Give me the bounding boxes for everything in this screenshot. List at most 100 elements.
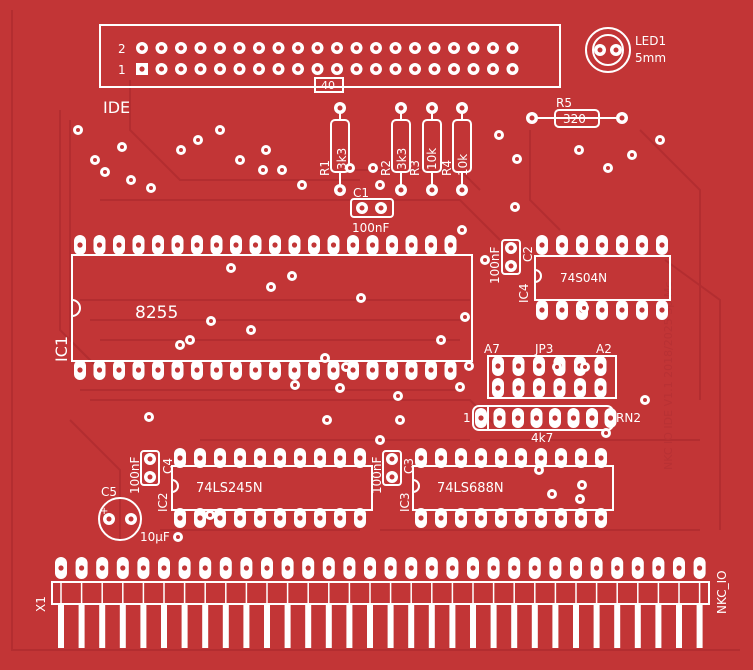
x1-pin	[302, 557, 315, 648]
rn2-pin-pad	[512, 408, 524, 428]
ide-pin-pad	[506, 42, 519, 54]
ide-pin-pad	[175, 63, 187, 75]
ide-pin-array	[136, 42, 519, 75]
rn2-pin-pad	[586, 408, 598, 428]
ic1-pin-pad	[152, 360, 164, 380]
ic1-pin-pad	[425, 360, 437, 380]
resistor-vertical	[452, 102, 472, 196]
x1-pin-pad	[467, 557, 479, 579]
via	[375, 180, 385, 190]
via	[261, 145, 271, 155]
x1-pin-pad	[570, 557, 582, 579]
ide-pin-pad	[428, 42, 441, 54]
ic-pin-pad	[535, 508, 547, 528]
ide-pin-pad	[409, 42, 421, 54]
ic-pin-pad	[515, 508, 527, 528]
via	[117, 142, 127, 152]
x1-pin	[158, 557, 170, 648]
x1-pin	[55, 557, 67, 648]
via	[205, 510, 215, 520]
via	[457, 225, 467, 235]
led1	[585, 27, 631, 73]
c3-value: 100nF	[370, 456, 384, 494]
jumper-pin-pad	[594, 356, 607, 376]
ic1-pin-pad	[249, 360, 262, 380]
ide-pin-pad	[136, 42, 148, 54]
resistor-pad	[456, 102, 468, 114]
via	[287, 271, 297, 281]
c1-value: 100nF	[352, 221, 390, 235]
ic-pin-pad	[174, 508, 186, 528]
x1-pin	[590, 557, 603, 648]
via-array	[73, 125, 665, 542]
ic1-pin-pad	[113, 235, 125, 255]
ic-pin-pad	[294, 508, 306, 528]
ide-pin-pad	[272, 63, 285, 75]
ide-pin-pad	[175, 42, 187, 54]
via	[277, 165, 287, 175]
x1-pin	[487, 557, 500, 648]
r2-label: R2	[379, 160, 393, 176]
x1-pin-pad	[75, 557, 88, 579]
ic1-pin-pad	[74, 360, 86, 380]
ide-pin-pad	[370, 42, 382, 54]
via	[215, 125, 225, 135]
ic-pin-pad	[555, 508, 567, 528]
via	[574, 145, 584, 155]
resistor-group	[330, 102, 472, 196]
x1-pin-pad	[611, 557, 624, 579]
ic1-pin-pad	[347, 235, 359, 255]
x1-pin	[343, 557, 356, 648]
jp-a2-label: A2	[596, 342, 612, 356]
ic1-pin-pad	[327, 360, 340, 380]
ide-pin-pad	[292, 63, 304, 75]
via	[193, 135, 203, 145]
ic2-label: IC2	[156, 492, 170, 512]
ghost-text: NKC IO IDE V1.1 2018/2025 Sp Mc	[662, 282, 675, 470]
ide-pin-pad	[487, 42, 499, 54]
ic-pin-pad	[174, 448, 186, 468]
jumper-pin-pad	[492, 378, 504, 398]
ic1-pin-pad	[132, 235, 145, 255]
ic-pin-pad	[475, 508, 487, 528]
ic-pin-pad	[535, 448, 547, 468]
via	[627, 150, 637, 160]
capacitor-c2	[501, 239, 521, 275]
ic1-pin-pad	[249, 235, 262, 255]
jumper-block-jp3	[487, 355, 617, 399]
x1-pin-pad	[425, 557, 438, 579]
r3-value: 10k	[425, 148, 439, 170]
ic-pin-pad	[475, 448, 487, 468]
ide-pin-pad	[233, 63, 246, 75]
ic1-pin-pad	[269, 360, 281, 380]
ic-pin-pad	[194, 508, 206, 528]
via	[601, 428, 611, 438]
ide-pin-pad	[214, 63, 226, 75]
ic2-part: 74LS245N	[196, 481, 263, 496]
ic1-pin-pad	[308, 360, 320, 380]
ide-pin-pad	[448, 42, 460, 54]
ic-pin-pad	[254, 508, 266, 528]
via	[185, 335, 195, 345]
ide-pin-pad	[389, 42, 402, 54]
ic4-pin-pad	[596, 300, 608, 320]
via	[100, 167, 110, 177]
via	[547, 489, 557, 499]
capacitor-c1	[350, 198, 394, 218]
x1-pin-pad	[116, 557, 129, 579]
ic-pin-pad	[234, 448, 246, 468]
r1-value: 3k3	[335, 148, 349, 170]
resistor-pad	[456, 184, 468, 196]
x1-pin	[467, 557, 479, 648]
via	[266, 282, 276, 292]
c2-label: C2	[521, 246, 535, 262]
ic1-pin-pad	[230, 235, 242, 255]
via	[335, 383, 345, 393]
x1-pin-pad	[137, 557, 150, 579]
x1-pin	[281, 557, 294, 648]
ic1-pin-pad	[444, 235, 457, 255]
via	[126, 175, 136, 185]
ic1-pin-pad	[210, 360, 223, 380]
